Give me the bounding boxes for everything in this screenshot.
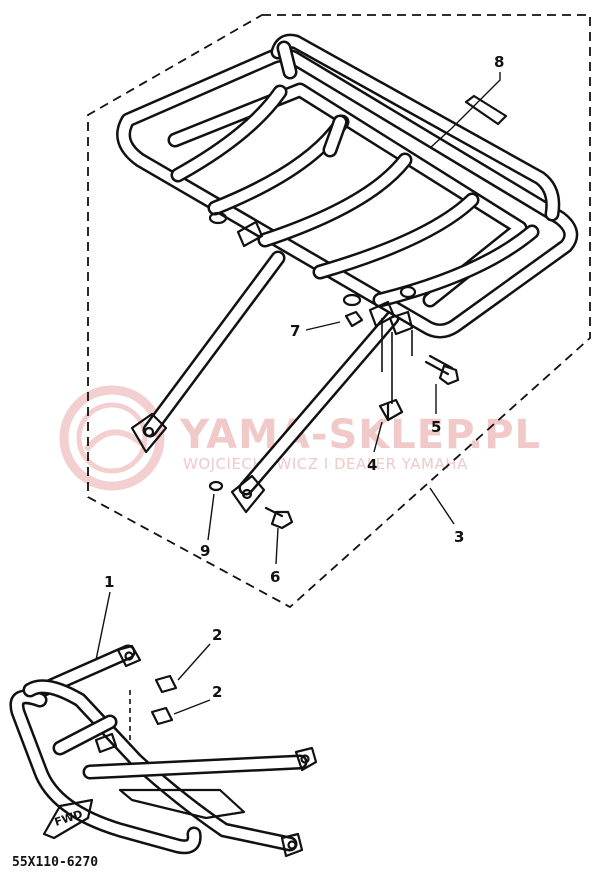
callout-2-upper: 2 xyxy=(212,626,222,644)
part-7-bolt xyxy=(264,506,294,530)
leader-8 xyxy=(207,493,215,541)
leader-2-upper xyxy=(177,643,211,681)
part-4-collar xyxy=(378,398,404,422)
part-8-washer xyxy=(208,480,224,492)
callout-2-lower: 2 xyxy=(212,683,222,701)
part-6-nut xyxy=(344,310,364,328)
leader-4 xyxy=(373,421,383,453)
watermark-subtitle: WOJCIECHOWICZ I DEALER YAMAHA xyxy=(183,455,468,473)
part-2-bolt-lower xyxy=(150,706,174,726)
callout-7: 6 xyxy=(270,568,280,586)
watermark-logo xyxy=(59,385,165,491)
assembly-boundary xyxy=(87,14,591,609)
leader-2-lower xyxy=(173,699,211,715)
callout-1: 1 xyxy=(104,573,114,591)
callout-8: 9 xyxy=(200,542,210,560)
watermark: YAMA-SKLEP.PL WOJCIECHOWICZ I DEALER YAM… xyxy=(59,385,541,491)
leader-1 xyxy=(95,591,111,661)
callout-4: 4 xyxy=(367,456,377,474)
part-code: 55X110-6270 xyxy=(12,855,98,870)
callout-5: 5 xyxy=(431,418,441,436)
front-guard xyxy=(9,644,318,858)
part-9-decal xyxy=(464,94,508,126)
part-5-bolt xyxy=(424,354,460,386)
leader-3 xyxy=(429,487,455,525)
callout-3: 3 xyxy=(454,528,464,546)
leader-9 xyxy=(429,72,501,149)
leader-6 xyxy=(305,321,341,331)
callout-9: 8 xyxy=(494,53,504,71)
leader-7 xyxy=(275,527,279,565)
callout-6: 7 xyxy=(290,322,300,340)
watermark-title: YAMA-SKLEP.PL xyxy=(179,412,541,458)
rear-carrier-rack xyxy=(116,33,579,514)
part-2-bolt-upper xyxy=(154,674,178,694)
fwd-direction-arrow: FWD xyxy=(42,798,94,840)
